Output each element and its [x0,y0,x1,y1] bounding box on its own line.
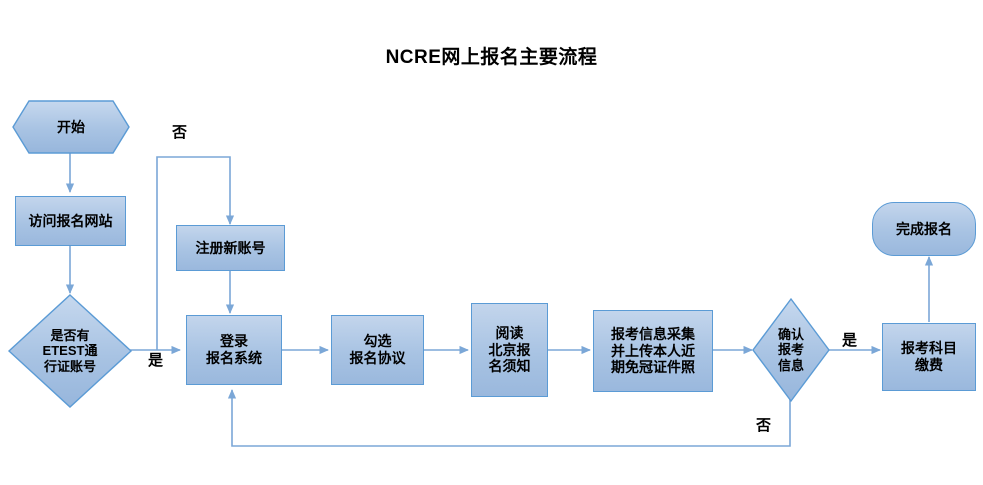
node-confirm-info-shape[interactable] [752,297,830,403]
node-visit-site-label: 访问报名网站 [28,212,113,229]
node-visit-site[interactable]: 访问报名网站 [15,196,126,246]
node-payment[interactable]: 报考科目 缴费 [882,323,976,391]
node-read-notice[interactable]: 阅读 北京报 名须知 [471,303,548,397]
node-login-label: 登录 报名系统 [206,333,262,366]
node-collect-info[interactable]: 报考信息采集 并上传本人近 期免冠证件照 [593,310,713,392]
edge-label-yes-login: 是 [148,352,164,369]
node-finish[interactable]: 完成报名 [872,202,976,256]
page-title: NCRE网上报名主要流程 [385,47,598,68]
edge-confirm-no-to-login [227,389,791,447]
node-payment-label: 报考科目 缴费 [901,340,957,373]
node-read-notice-label: 阅读 北京报 名须知 [488,325,531,375]
edge-label-no-back-login: 否 [756,417,772,434]
node-start-shape [12,100,130,154]
node-agreement[interactable]: 勾选 报名协议 [331,315,424,385]
edge-label-yes-payment: 是 [842,332,858,349]
node-finish-label: 完成报名 [896,220,952,237]
node-login[interactable]: 登录 报名系统 [186,315,282,385]
node-has-account-shape[interactable] [7,294,133,408]
node-agreement-label: 勾选 报名协议 [349,333,406,366]
node-collect-info-label: 报考信息采集 并上传本人近 期免冠证件照 [611,326,695,376]
node-register-label: 注册新账号 [195,239,266,256]
edge-label-no-register: 否 [172,124,188,141]
node-register[interactable]: 注册新账号 [176,225,285,271]
